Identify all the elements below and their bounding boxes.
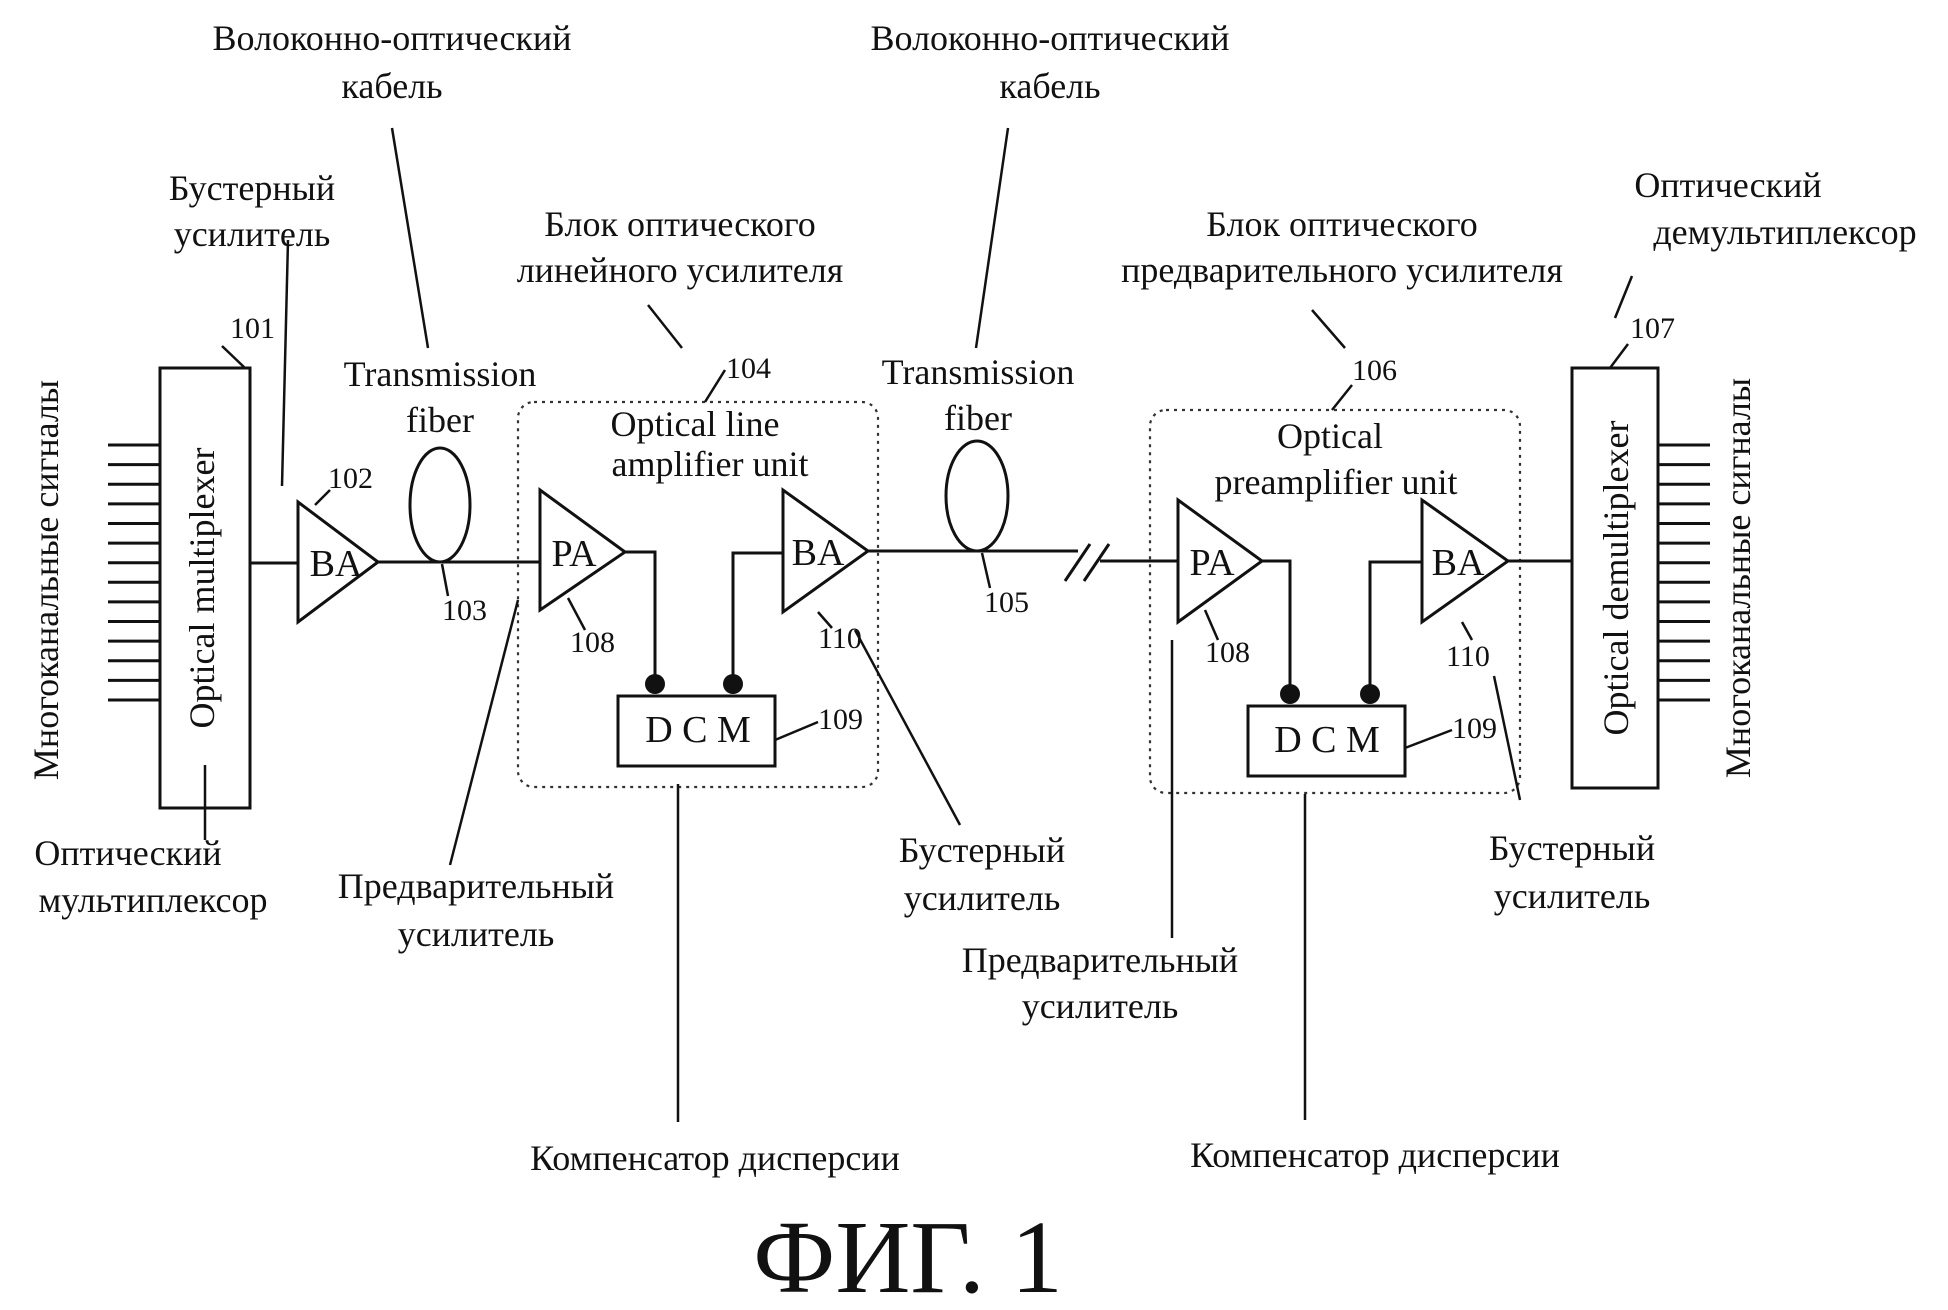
line-unit-caption-line2: линейного усилителя — [517, 250, 844, 290]
preamp-unit-label-line2: preamplifier unit — [1215, 462, 1458, 502]
preamplifier-108-line-unit-symbol: PA — [551, 533, 597, 575]
optical-demultiplexer-box — [1570, 366, 1660, 790]
optical-line-amplifier-unit-boundary — [516, 400, 880, 789]
ref-110-preamp-unit: 110 — [1446, 640, 1490, 673]
preamplifier-108-preamp-unit-symbol: PA — [1189, 542, 1235, 584]
transmission-fiber-105-coil — [944, 439, 1010, 553]
fiber-1-caption-line2: кабель — [341, 66, 442, 106]
input-channel-lines — [108, 443, 160, 702]
ref-105: 105 — [984, 586, 1029, 619]
preamp-unit-pa-caption-line2: усилитель — [1022, 986, 1179, 1026]
figure-label: ФИГ. 1 — [753, 1200, 1063, 1310]
preamp-unit-dcm-caption: Компенсатор дисперсии — [1190, 1135, 1560, 1175]
ref-106: 106 — [1352, 354, 1397, 387]
line-unit-pa-caption-line2: усилитель — [398, 914, 555, 954]
booster-amplifier-110-line-unit-symbol: BA — [792, 532, 845, 574]
fiber-1-label-line2: fiber — [406, 400, 474, 440]
multichannel-signals-left-label: Многоканальные сигналы — [26, 380, 66, 780]
preamplifier-108-line-unit — [538, 487, 628, 613]
ref-108-preamp-unit: 108 — [1205, 636, 1250, 669]
line-unit-dcm-caption: Компенсатор дисперсии — [530, 1138, 900, 1178]
ref-102: 102 — [328, 462, 373, 495]
line-unit-label-line1: Optical line — [611, 404, 780, 444]
fiber-2-caption-line1: Волоконно-оптический — [871, 18, 1230, 58]
preamp-unit-label-line1: Optical — [1277, 416, 1383, 456]
booster-amplifier-110-preamp-unit — [1420, 497, 1511, 625]
preamplifier-108-preamp-unit — [1176, 497, 1265, 625]
optical-multiplexer-box — [158, 366, 252, 810]
ref-107: 107 — [1630, 312, 1675, 345]
booster-amplifier-110-preamp-unit-symbol: BA — [1432, 542, 1485, 584]
ref-110-line-unit: 110 — [818, 622, 862, 655]
booster-1-caption-line1: Бустерный — [169, 168, 335, 208]
fiber-2-caption-line2: кабель — [999, 66, 1100, 106]
line-unit-label-line2: amplifier unit — [612, 444, 809, 484]
optical-multiplexer-label: Optical multiplexer — [182, 448, 222, 729]
dispersion-compensation-module-109-line-unit — [616, 694, 777, 768]
booster-1-caption-line2: усилитель — [174, 214, 331, 254]
optical-demultiplexer-label: Optical demultiplexer — [1596, 421, 1636, 736]
line-unit-ba-caption-line2: усилитель — [904, 878, 1061, 918]
multiplexer-caption-line1: Оптический — [34, 833, 221, 873]
line-unit-caption-line1: Блок оптического — [544, 204, 815, 244]
transmission-fiber-103-coil — [408, 446, 472, 564]
ref-108-line-unit: 108 — [570, 626, 615, 659]
demultiplexer-caption-line2: демультиплексор — [1653, 212, 1916, 252]
booster-amplifier-102-symbol: BA — [310, 543, 363, 585]
line-unit-pa-caption-line1: Предварительный — [338, 866, 614, 906]
multichannel-signals-right-label: Многоканальные сигналы — [1718, 378, 1758, 778]
demultiplexer-caption-line1: Оптический — [1634, 165, 1821, 205]
fiber-1-caption-line1: Волоконно-оптический — [213, 18, 572, 58]
ref-104: 104 — [726, 352, 771, 385]
fiber-2-label-line2: fiber — [944, 398, 1012, 438]
line-unit-ba-caption-line1: Бустерный — [899, 830, 1065, 870]
ref-103: 103 — [442, 594, 487, 627]
preamp-unit-ba-caption-line2: усилитель — [1494, 876, 1651, 916]
fiber-1-label-line1: Transmission — [344, 354, 537, 394]
multiplexer-caption-line2: мультиплексор — [39, 880, 268, 920]
preamp-unit-ba-caption-line1: Бустерный — [1489, 828, 1655, 868]
preamp-unit-caption-line1: Блок оптического — [1206, 204, 1477, 244]
dispersion-compensation-module-109-preamp-unit — [1246, 704, 1407, 778]
output-channel-lines — [1658, 443, 1710, 702]
dcm-line-unit-label: D C M — [645, 709, 751, 751]
ref-109-line-unit: 109 — [818, 703, 863, 736]
ref-101: 101 — [230, 312, 275, 345]
dcm-preamp-unit-label: D C M — [1274, 719, 1380, 761]
booster-amplifier-102 — [296, 499, 381, 625]
booster-amplifier-110-line-unit — [781, 487, 871, 615]
ref-109-preamp-unit: 109 — [1452, 712, 1497, 745]
preamp-unit-pa-caption-line1: Предварительный — [962, 940, 1238, 980]
optical-preamplifier-unit-boundary — [1148, 408, 1522, 795]
preamp-unit-caption-line2: предварительного усилителя — [1121, 250, 1563, 290]
fiber-2-label-line1: Transmission — [882, 352, 1075, 392]
